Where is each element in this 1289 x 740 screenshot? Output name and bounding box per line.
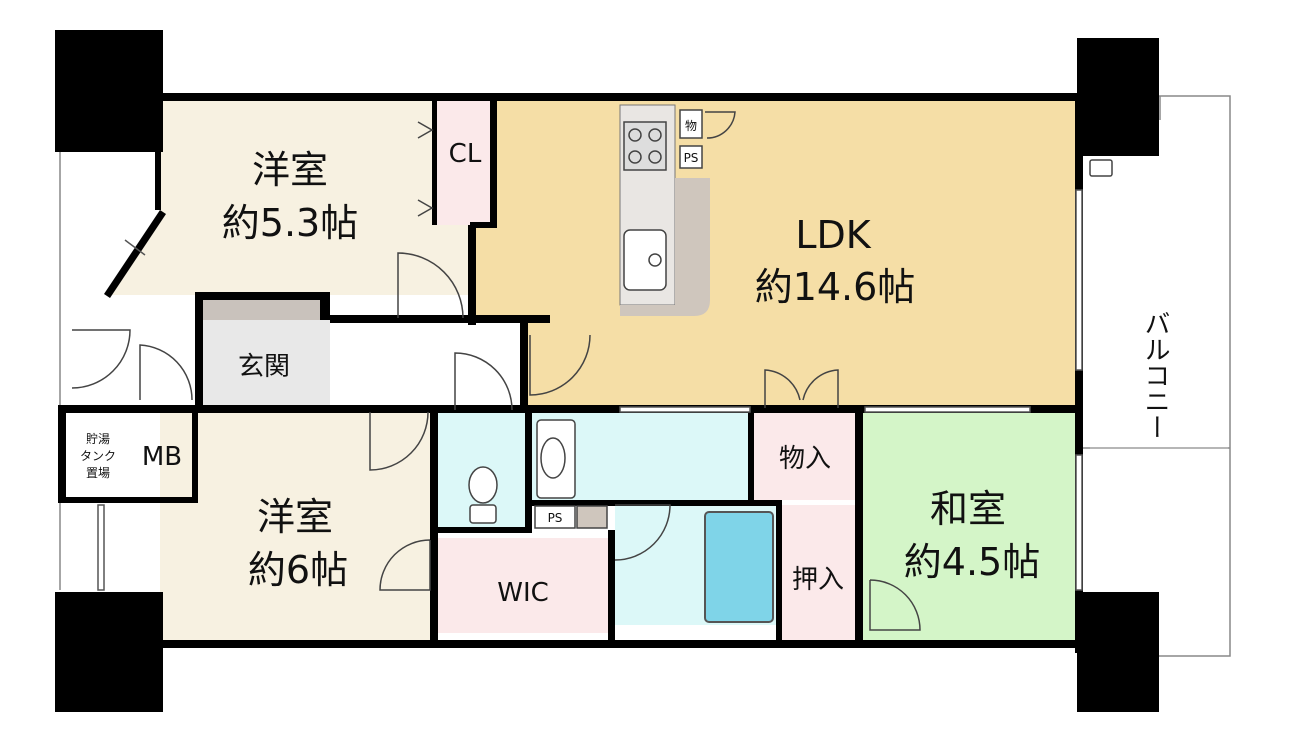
kitchen-back-counter — [620, 178, 710, 316]
ldk-floor — [475, 100, 1080, 410]
bathtub — [704, 511, 774, 623]
closet-floor — [437, 100, 492, 225]
wic-floor — [437, 538, 612, 633]
western-room-1-size: 約5.3帖 — [222, 201, 358, 245]
ldk-size: 約14.6帖 — [755, 265, 916, 309]
western-room-1-name: 洋室 — [252, 148, 328, 192]
western-room-1-floor — [105, 100, 470, 318]
western-room-2-floor — [160, 412, 435, 645]
closet-label: CL — [449, 139, 482, 169]
water-tank-label-3: 置場 — [86, 466, 110, 480]
ldk-name: LDK — [795, 213, 871, 257]
entrance-step — [200, 300, 330, 320]
western-room-2-size: 約6帖 — [248, 548, 348, 592]
water-tank-label-1: 貯湯 — [86, 432, 110, 446]
bathroom-fixtures — [468, 159, 1113, 529]
japanese-room-floor — [862, 412, 1080, 645]
storage-label: 物入 — [779, 444, 831, 474]
pipe-space-label-2: PS — [548, 511, 563, 525]
western-room-2-name: 洋室 — [257, 495, 333, 539]
water-tank-label-2: タンク — [80, 449, 116, 463]
balcony-label: バルコニー — [1140, 310, 1170, 440]
windows — [97, 189, 1083, 591]
kitchen-fixtures — [623, 109, 736, 291]
entrance-label: 玄関 — [238, 352, 290, 382]
small-storage-label: 物 — [685, 119, 697, 133]
japanese-room-name: 和室 — [930, 487, 1006, 531]
wic-label: WIC — [497, 578, 549, 608]
storage-floor — [753, 412, 858, 500]
oshiire-label: 押入 — [792, 565, 844, 595]
meter-box-label: MB — [142, 442, 182, 472]
structural-columns — [55, 30, 1159, 712]
japanese-room-size: 約4.5帖 — [904, 540, 1040, 584]
hall-floor — [330, 320, 525, 410]
oshiire-floor — [780, 505, 858, 640]
pipe-space-label-1: PS — [684, 151, 699, 165]
door-swings — [71, 121, 921, 631]
walls — [58, 93, 1083, 653]
